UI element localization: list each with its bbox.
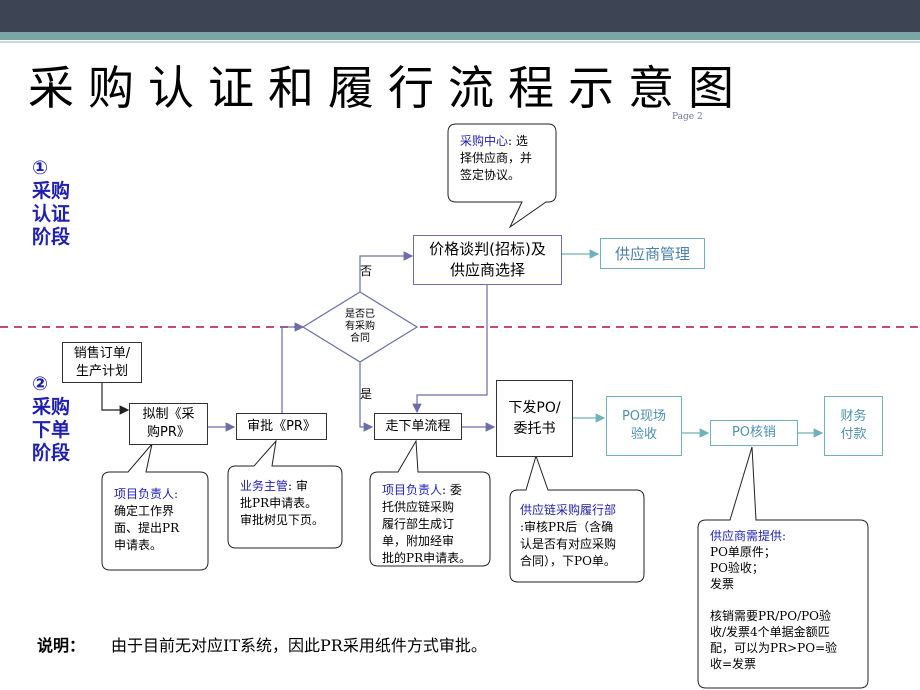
note-line: : 委 bbox=[442, 483, 462, 497]
note-line: : 审 bbox=[288, 479, 308, 493]
note-highlight: 供应链采购履行部 bbox=[520, 503, 617, 517]
po-accept-line: PO现场 bbox=[621, 409, 667, 424]
po-verify-box: PO核销 bbox=[710, 420, 798, 446]
issue-po-box: 下发PO/委托书 bbox=[496, 380, 573, 457]
po-acceptance-box: PO现场验收 bbox=[606, 396, 682, 456]
note-line: 面、提出PR bbox=[114, 521, 180, 535]
note-line: 收=发票 bbox=[710, 657, 757, 671]
callout-project-lead-2 bbox=[369, 439, 491, 567]
note-line: 择供应商，并 bbox=[460, 151, 533, 165]
draft-pr-line: 购PR》 bbox=[147, 425, 190, 440]
draft-pr-box: 拟制《采购PR》 bbox=[129, 403, 208, 445]
note-highlight: 采购中心 bbox=[460, 134, 509, 148]
supplier-management-box: 供应商管理 bbox=[600, 238, 705, 269]
price-line: 供应商选择 bbox=[449, 261, 525, 279]
payment-line: 付款 bbox=[840, 427, 867, 442]
no-label: 否 bbox=[360, 264, 373, 278]
issue-po-line: 下发PO/ bbox=[508, 399, 561, 416]
arrow-approve-to-decision bbox=[281, 322, 305, 413]
callout-supply-chain bbox=[509, 454, 645, 583]
decision-label: 是否已 有采购 合同 bbox=[330, 309, 390, 345]
note-supplier-provide: 供应商需提供: PO单原件； PO验收； 发票 核销需要PR/PO/PO验 收/… bbox=[702, 522, 870, 678]
stage-1-line: 阶段 bbox=[32, 226, 71, 248]
slide-title: 采购认证和履行流程示意图 bbox=[28, 61, 748, 115]
arrow-price-to-order bbox=[412, 285, 488, 414]
decision-line: 有采购 bbox=[345, 321, 375, 332]
stage-1-line: 采购 bbox=[32, 180, 71, 202]
note-line: PO单原件； bbox=[710, 545, 776, 559]
po-accept-line: 验收 bbox=[630, 427, 657, 442]
header-bar bbox=[0, 0, 920, 32]
note-line: : 选 bbox=[508, 134, 528, 148]
note-highlight: 项目负责人 bbox=[382, 483, 443, 497]
arrow-sales-to-draft bbox=[101, 383, 130, 415]
note-line: 单，附加经审 bbox=[382, 534, 455, 548]
note-line: 确定工作界 bbox=[114, 504, 175, 518]
stage-1-label: ① 采购 认证 阶段 bbox=[32, 157, 70, 249]
note-line: PO验收； bbox=[710, 561, 764, 575]
issue-po-line: 委托书 bbox=[513, 420, 556, 437]
note-line: 批PR申请表。 bbox=[240, 496, 318, 510]
stage-2-label: ② 采购 下单 阶段 bbox=[32, 373, 70, 465]
callout-supervisor bbox=[227, 439, 343, 549]
note-line: 签定协议。 bbox=[460, 168, 521, 182]
price-negotiation-box: 价格谈判(招标)及供应商选择 bbox=[413, 235, 562, 285]
decision-line: 是否已 bbox=[345, 309, 375, 320]
price-line: 价格谈判(招标)及 bbox=[429, 240, 546, 258]
note-highlight: 项目负责人: bbox=[114, 487, 179, 501]
stage-1-line: 认证 bbox=[32, 203, 71, 225]
note-line: 发票 bbox=[710, 577, 735, 591]
note-line: 托供应链采购 bbox=[382, 500, 455, 514]
note-line: :审核PR后（含确 bbox=[520, 520, 614, 534]
approve-pr-box: 审批《PR》 bbox=[236, 413, 327, 440]
payment-box: 财务付款 bbox=[824, 396, 883, 456]
stage-1-number: ① bbox=[32, 157, 49, 179]
sales-order-box: 销售订单/生产计划 bbox=[62, 342, 142, 383]
note-line: 认是否有对应采购 bbox=[520, 537, 617, 551]
draft-pr-line: 拟制《采 bbox=[142, 407, 195, 422]
note-line: 审批树见下页。 bbox=[240, 513, 325, 527]
note-line: 申请表。 bbox=[114, 538, 163, 552]
page-number: Page 2 bbox=[672, 112, 703, 122]
note-highlight: 业务主管 bbox=[240, 479, 289, 493]
stage-2-line: 下单 bbox=[32, 419, 71, 441]
note-line: 批的PR申请表。 bbox=[382, 551, 472, 565]
yes-label: 是 bbox=[360, 387, 373, 401]
note-supervisor: 业务主管: 审 批PR申请表。 审批树见下页。 bbox=[232, 472, 344, 535]
order-flow-box: 走下单流程 bbox=[374, 413, 462, 440]
payment-line: 财务 bbox=[840, 409, 867, 424]
note-line: 收/发票4个单据金额匹 bbox=[710, 625, 830, 639]
description-text: 由于目前无对应IT系统，因此PR采用纸件方式审批。 bbox=[111, 636, 487, 655]
callout-purchase-center bbox=[447, 123, 557, 229]
note-supply-chain: 供应链采购履行部 :审核PR后（含确 认是否有对应采购 合同），下PO单。 bbox=[512, 496, 646, 576]
callout-project-lead-1 bbox=[101, 443, 209, 571]
description-label: 说明： bbox=[37, 636, 86, 655]
note-line: 核销需要PR/PO/PO验 bbox=[710, 609, 832, 623]
arrow-decision-no bbox=[359, 251, 414, 292]
note-purchase-center: 采购中心: 选 择供应商，并 签定协议。 bbox=[452, 127, 556, 190]
stage-2-line: 阶段 bbox=[32, 442, 71, 464]
note-project-lead-2: 项目负责人: 委 托供应链采购 履行部生成订 单，附加经审 批的PR申请表。 bbox=[374, 476, 492, 573]
stage-2-line: 采购 bbox=[32, 396, 71, 418]
header-accent-bar bbox=[0, 32, 920, 40]
note-highlight: 供应商需提供: bbox=[710, 529, 787, 543]
sales-order-line: 销售订单/ bbox=[73, 345, 131, 361]
stage-2-number: ② bbox=[32, 373, 49, 395]
note-line: 合同），下PO单。 bbox=[520, 554, 616, 568]
callout-supplier-provide bbox=[697, 446, 869, 689]
note-spacer bbox=[710, 592, 862, 608]
sales-order-line: 生产计划 bbox=[75, 363, 128, 379]
decision-line: 合同 bbox=[350, 333, 370, 344]
note-line: 履行部生成订 bbox=[382, 517, 455, 531]
note-project-lead-1: 项目负责人: 确定工作界 面、提出PR 申请表。 bbox=[106, 480, 206, 560]
description: 说明： 由于目前无对应IT系统，因此PR采用纸件方式审批。 bbox=[37, 632, 487, 656]
header-thin-line bbox=[0, 41, 920, 43]
note-line: 配，可以为PR>PO=验 bbox=[710, 641, 838, 655]
arrow-decision-yes bbox=[359, 362, 374, 432]
